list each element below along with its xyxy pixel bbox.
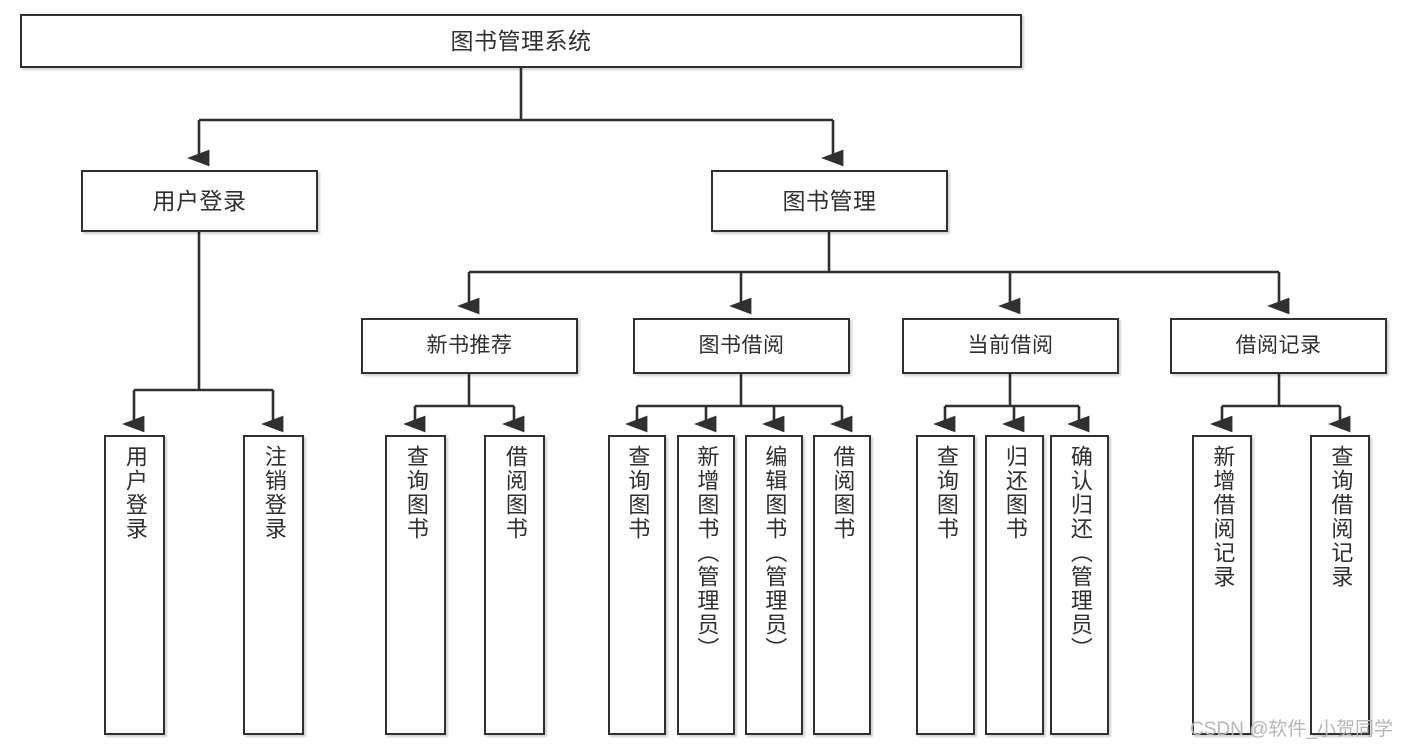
node-leaf-user-login-label: 用户登录	[122, 445, 148, 541]
node-leaf-confirm-return[interactable]: 确认归还（管理员）	[1050, 435, 1109, 735]
node-root-label: 图书管理系统	[450, 27, 592, 54]
node-leaf-return-book[interactable]: 归还图书	[985, 435, 1044, 735]
node-leaf-add-book-label: 新增图书（管理员）	[694, 445, 720, 661]
node-leaf-user-login[interactable]: 用户登录	[104, 435, 165, 735]
node-book-borrow-label: 图书借阅	[698, 334, 785, 358]
node-leaf-query-record[interactable]: 查询借阅记录	[1310, 435, 1370, 735]
node-leaf-borrow-book-2-label: 借阅图书	[830, 445, 856, 541]
node-user-login[interactable]: 用户登录	[81, 170, 318, 232]
node-leaf-query-book-3-label: 查询图书	[933, 445, 959, 541]
node-leaf-query-record-label: 查询借阅记录	[1328, 445, 1354, 589]
node-leaf-query-book-2[interactable]: 查询图书	[608, 435, 666, 735]
node-leaf-add-book[interactable]: 新增图书（管理员）	[677, 435, 735, 735]
node-leaf-query-book-1-label: 查询图书	[403, 445, 429, 541]
node-leaf-borrow-book-1-label: 借阅图书	[502, 445, 528, 541]
node-leaf-query-book-1[interactable]: 查询图书	[385, 435, 446, 735]
node-leaf-logout-label: 注销登录	[261, 445, 287, 541]
node-root[interactable]: 图书管理系统	[20, 14, 1022, 68]
node-user-login-label: 用户登录	[152, 187, 247, 214]
node-leaf-add-record[interactable]: 新增借阅记录	[1192, 435, 1252, 735]
node-book-manage-label: 图书管理	[782, 187, 877, 214]
node-new-book-recommend-label: 新书推荐	[426, 334, 513, 358]
node-leaf-edit-book[interactable]: 编辑图书（管理员）	[745, 435, 803, 735]
node-leaf-confirm-return-label: 确认归还（管理员）	[1067, 445, 1093, 661]
node-book-manage[interactable]: 图书管理	[711, 170, 948, 232]
node-book-borrow[interactable]: 图书借阅	[633, 318, 850, 374]
node-leaf-borrow-book-1[interactable]: 借阅图书	[484, 435, 545, 735]
node-leaf-borrow-book-2[interactable]: 借阅图书	[813, 435, 871, 735]
node-new-book-recommend[interactable]: 新书推荐	[361, 318, 578, 374]
node-leaf-query-book-2-label: 查询图书	[625, 445, 651, 541]
node-current-borrow[interactable]: 当前借阅	[902, 318, 1119, 374]
node-borrow-record-label: 借阅记录	[1235, 334, 1322, 358]
node-leaf-logout[interactable]: 注销登录	[243, 435, 304, 735]
node-leaf-query-book-3[interactable]: 查询图书	[916, 435, 975, 735]
node-leaf-edit-book-label: 编辑图书（管理员）	[762, 445, 788, 661]
node-leaf-return-book-label: 归还图书	[1002, 445, 1028, 541]
node-current-borrow-label: 当前借阅	[967, 334, 1054, 358]
node-leaf-add-record-label: 新增借阅记录	[1210, 445, 1236, 589]
node-borrow-record[interactable]: 借阅记录	[1170, 318, 1387, 374]
